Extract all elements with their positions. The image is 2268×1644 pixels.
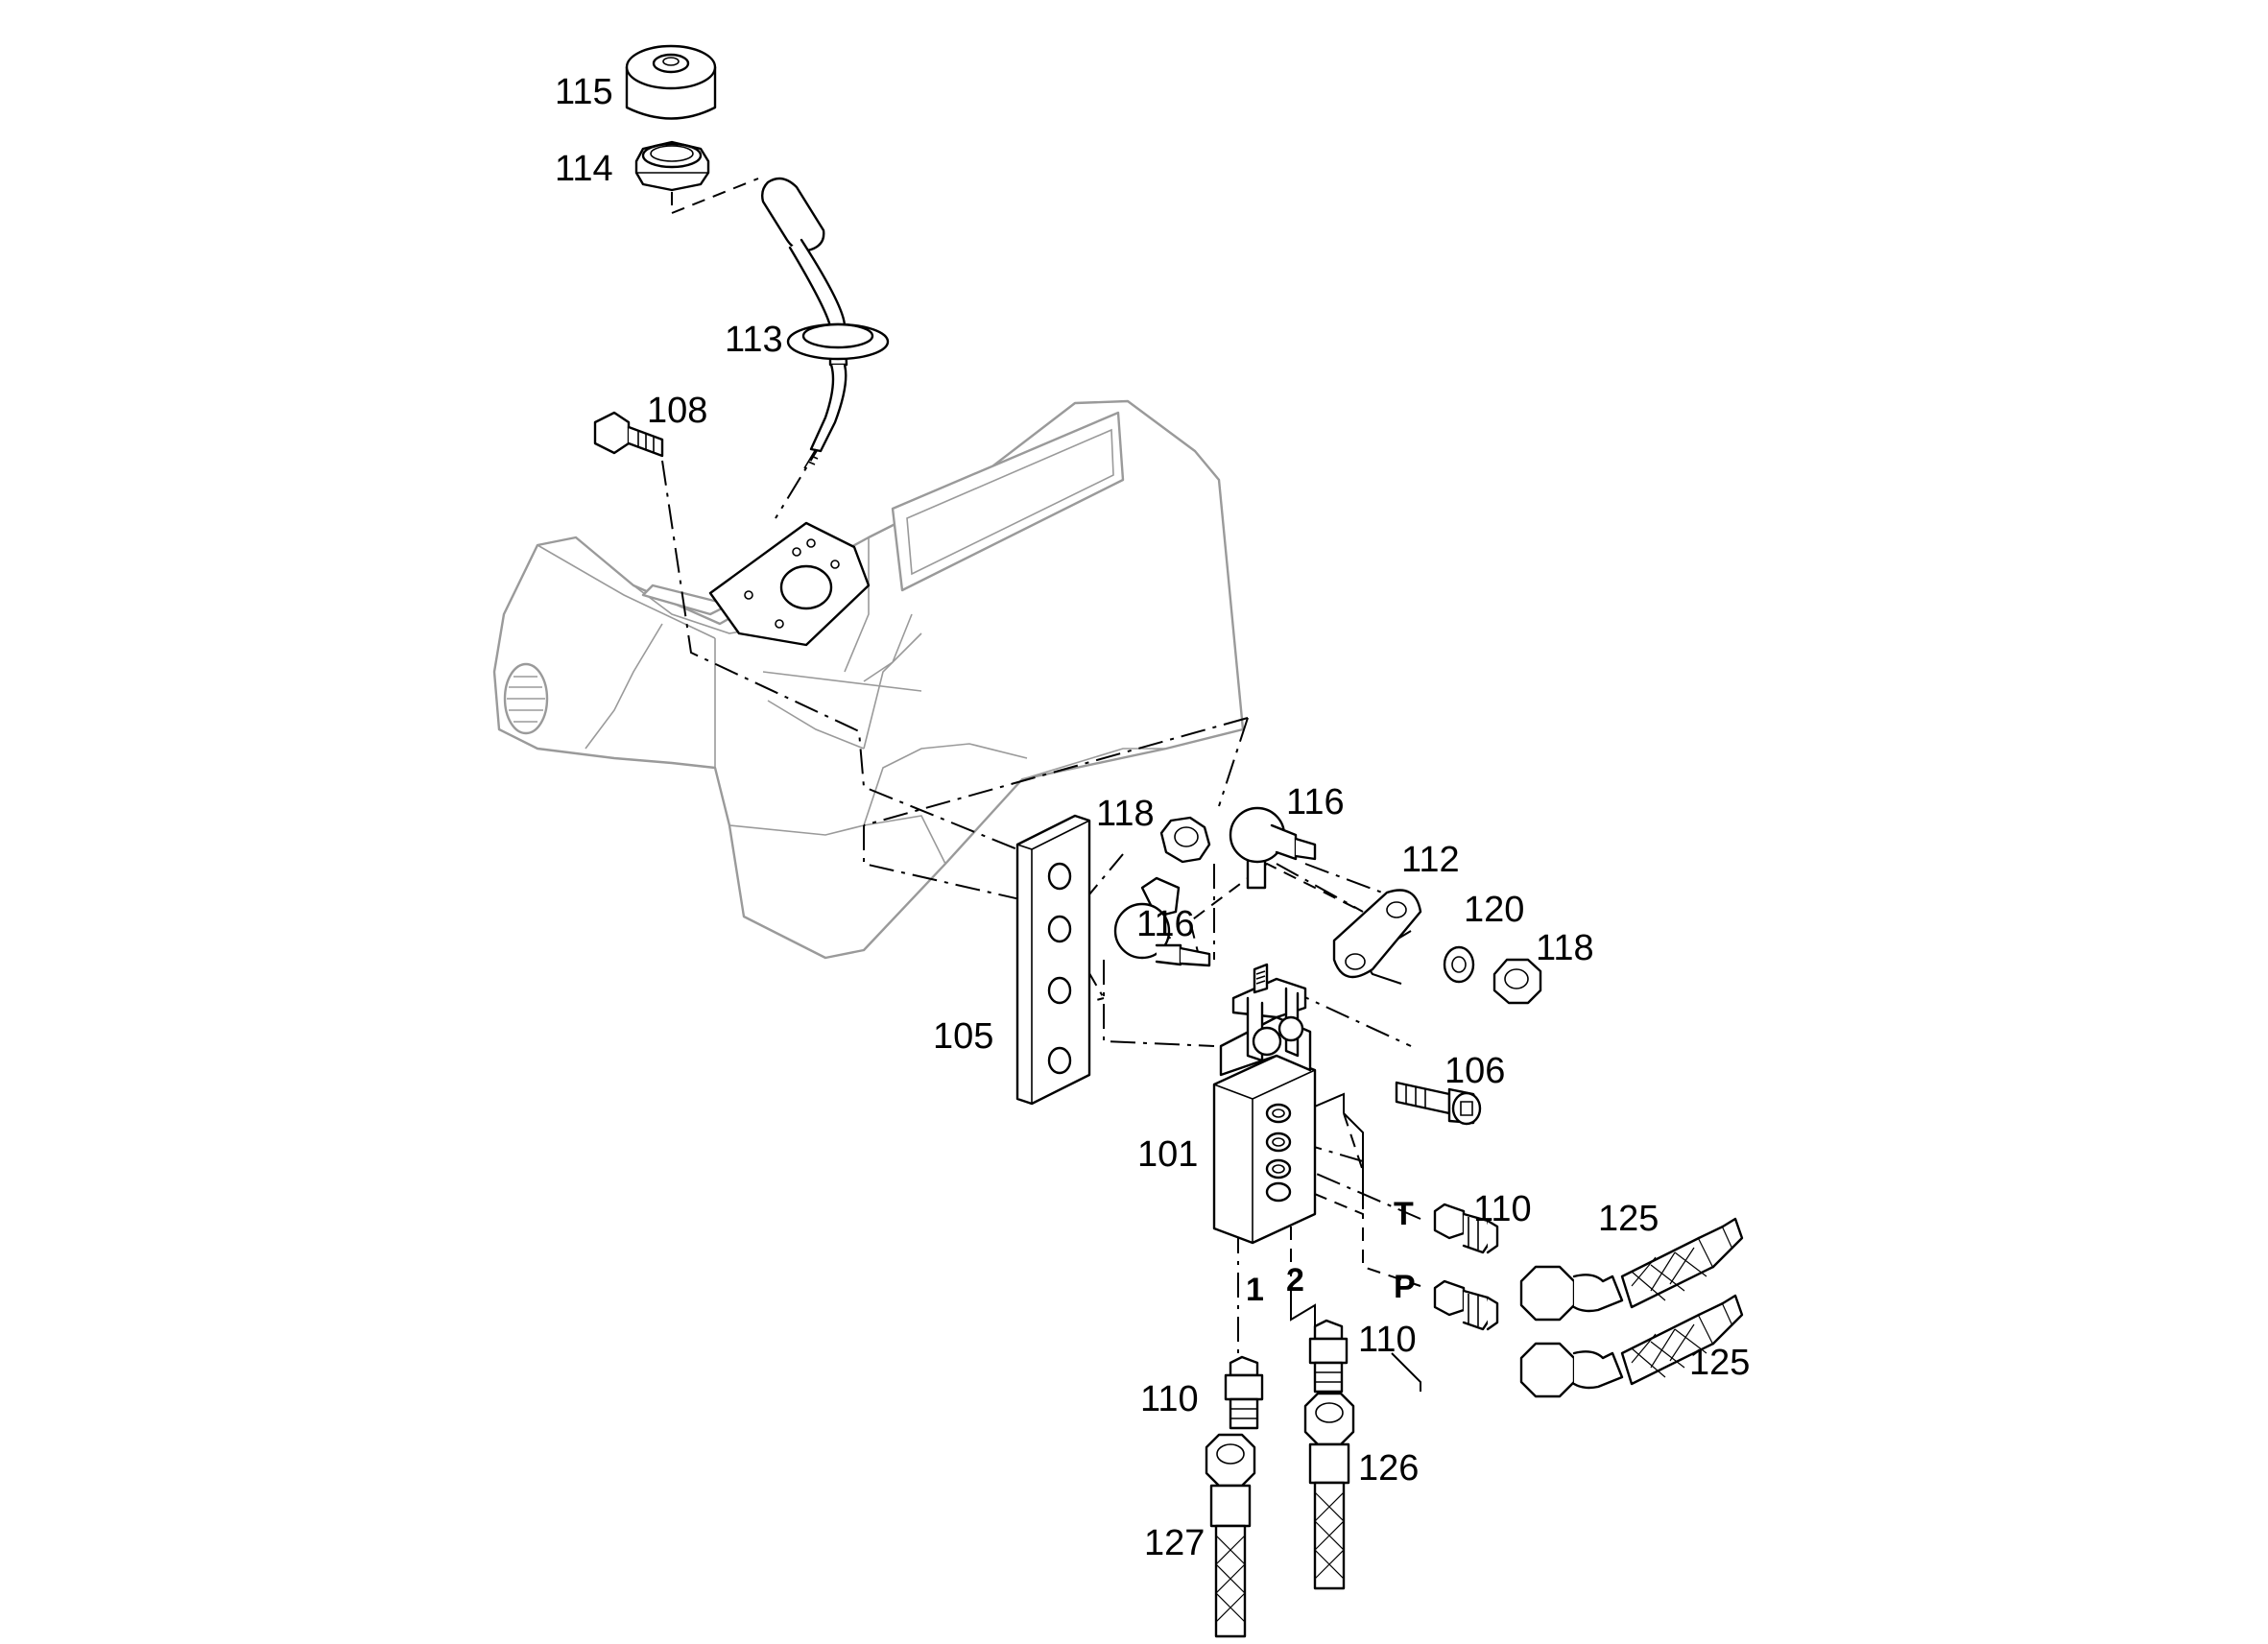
part-118-nut-lower — [1492, 958, 1542, 1005]
callout-127: 127 — [1144, 1523, 1205, 1563]
part-125-hose-upper — [1519, 1217, 1744, 1322]
part-110-adapter-p — [1433, 1279, 1499, 1331]
callout-115: 115 — [555, 72, 613, 112]
part-108-bolt — [593, 411, 664, 458]
callout-110-port1: 110 — [1140, 1379, 1199, 1419]
callout-118-lower: 118 — [1536, 928, 1594, 968]
callout-125-lower: 125 — [1689, 1343, 1750, 1383]
callout-106: 106 — [1444, 1051, 1505, 1091]
part-127-hose — [1205, 1433, 1256, 1638]
callout-101: 101 — [1137, 1134, 1198, 1175]
part-126-hose — [1303, 1392, 1355, 1590]
part-113-joystick-lever — [760, 177, 890, 469]
part-110-adapter-port-2 — [1308, 1319, 1349, 1394]
callout-110-p: 110 — [1358, 1320, 1417, 1360]
port-label-2: 2 — [1286, 1262, 1304, 1299]
part-105-mounting-bar — [1015, 814, 1091, 1106]
part-110-adapter-port-1 — [1224, 1355, 1264, 1430]
joystick-mount-plate — [708, 521, 871, 647]
port-label-1: 1 — [1246, 1272, 1264, 1308]
callout-112: 112 — [1401, 840, 1460, 880]
callout-125-upper: 125 — [1598, 1199, 1659, 1239]
part-125-hose-lower — [1519, 1294, 1744, 1398]
part-116-elbow-lower — [1113, 876, 1211, 967]
part-114-nut — [634, 140, 710, 192]
callout-110-t: 110 — [1473, 1189, 1532, 1229]
callout-114: 114 — [555, 149, 613, 189]
part-118-nut-upper — [1159, 816, 1211, 864]
part-115-cap — [625, 44, 717, 120]
part-112-flange — [1332, 889, 1422, 979]
callout-120: 120 — [1464, 890, 1524, 930]
callout-116-lower: 116 — [1136, 904, 1195, 944]
console-housing — [492, 399, 1245, 960]
callout-113: 113 — [725, 320, 783, 360]
callout-118-upper: 118 — [1096, 794, 1155, 834]
callout-116-upper: 116 — [1286, 782, 1345, 822]
part-120-washer — [1443, 945, 1475, 984]
port-label-p: P — [1394, 1269, 1416, 1305]
callout-126: 126 — [1358, 1448, 1419, 1489]
part-110-adapter-t — [1433, 1203, 1499, 1254]
port-label-t: T — [1394, 1196, 1414, 1232]
part-116-elbow-upper — [1229, 806, 1317, 890]
part-101-valve-block — [1212, 963, 1317, 1245]
part-106-bolt — [1395, 1081, 1482, 1126]
callout-108: 108 — [647, 391, 707, 431]
callout-105: 105 — [933, 1016, 993, 1057]
